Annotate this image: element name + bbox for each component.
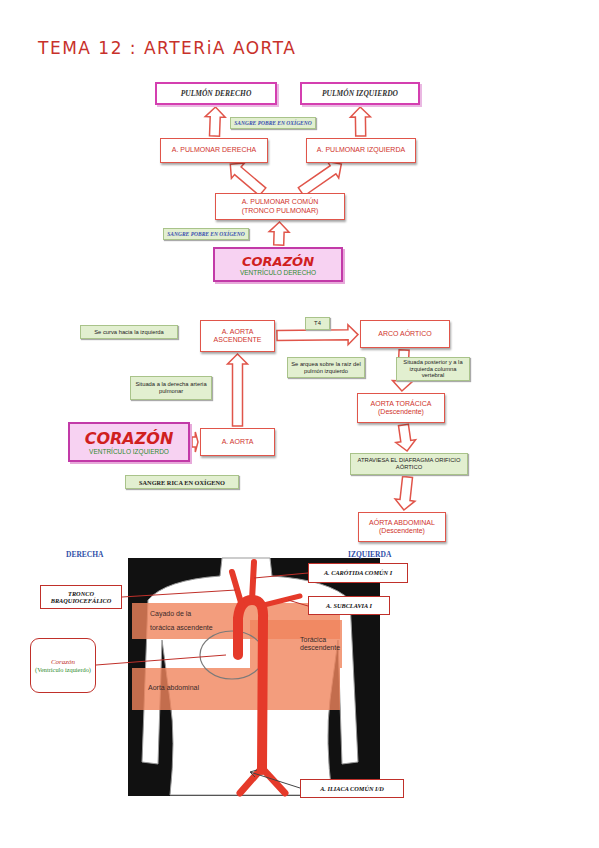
side-label: DERECHA [66,550,146,559]
callout-box: Corazón(Ventrículo izquierdo) [30,638,96,693]
node-text: AORTA TORÁCICA [371,400,432,408]
node-text: ARCO AÓRTICO [378,330,432,338]
node-text: SANGRE RICA EN OXÍGENO [139,479,225,486]
node-text: CORAZÓN [85,429,174,448]
node-text: A. AORTA ASCENDENTE [204,328,271,345]
heart-box: CORAZÓNVENTRÍCULO DERECHO [213,247,343,282]
note-box: Se arquea sobre la raíz del pulmón izqui… [287,357,365,378]
block-arrow [205,107,225,136]
node-text: CORAZÓN [242,254,314,269]
node-text: A. SUBCLAVIA I [326,602,372,609]
note-box: SANGRE RICA EN OXÍGENO [125,475,239,489]
process-box: A. PULMONAR COMÚN(TRONCO PULMONAR) [215,193,345,220]
block-arrow [350,107,370,136]
node-text: (Descendente) [379,527,425,535]
node-text: A. PULMONAR COMÚN [242,198,319,206]
lung-box: PULMÓN IZQUIERDO [300,82,420,105]
node-text: A. PULMONAR DERECHA [172,146,256,154]
process-box: A. AORTA [200,428,275,456]
region-label: Aorta abdominal [148,684,228,692]
node-text: (TRONCO PULMONAR) [242,207,319,215]
node-text: SANGRE POBRE EN OXÍGENO [234,120,311,126]
region-label: Cayado de la [150,610,230,618]
region-label: torácica ascendente [150,624,240,632]
node-text: T4 [314,320,321,327]
node-text: Se arquea sobre la raíz del pulmón izqui… [291,361,361,374]
aorta [238,600,263,770]
block-arrow [230,163,265,195]
process-box: A. AORTA ASCENDENTE [200,320,275,352]
side-label: IZQUIERDA [348,550,428,559]
note-box: T4 [305,317,330,330]
node-text: A. AORTA [222,438,254,446]
heart-box: CORAZÓNVENTRÍCULO IZQUIERDO [68,422,190,462]
note-box: SANGRE POBRE EN OXÍGENO [163,228,249,240]
node-text: PULMÓN IZQUIERDO [322,89,398,98]
callout-box: A. SUBCLAVIA I [308,596,390,615]
node-text: VENTRÍCULO DERECHO [240,269,316,276]
node-text: A. ILIACA COMÚN I/D [320,785,384,792]
block-arrow [269,222,289,245]
block-arrow [298,162,341,196]
note-box: Situada a la derecha arteria pulmonar [130,376,212,400]
callout-box: A. CARÓTIDA COMÚN I [308,563,408,583]
node-text: VENTRÍCULO IZQUIERDO [89,448,169,455]
leader-line [122,590,236,597]
brachiocephalic-trunk [232,572,242,606]
node-text: (Descendente) [378,408,424,416]
node-text: SANGRE POBRE EN OXÍGENO [167,231,244,237]
note-box: SANGRE POBRE EN OXÍGENO [230,117,316,129]
leader-arrow [250,770,300,788]
block-arrow [228,354,248,426]
node-text: Situada a la derecha arteria pulmonar [134,381,208,394]
subclavian-artery [260,596,300,606]
leader-line [254,573,308,578]
note-box: ATRAVIESA EL DIAFRAGMA ORIFICIO AÓRTICO [350,453,468,475]
node-text: ATRAVIESA EL DIAFRAGMA ORIFICIO AÓRTICO [354,457,464,470]
process-box: ARCO AÓRTICO [360,320,450,348]
process-box: A. PULMONAR IZQUIERDA [306,138,416,163]
node-text: Corazón [51,658,75,666]
callout-box: TRONCO BRAQUIOCEFÁLICO [40,585,122,609]
callout-box: A. ILIACA COMÚN I/D [300,779,404,798]
node-text: TRONCO BRAQUIOCEFÁLICO [44,590,118,604]
process-box: AORTA TORÁCICA(Descendente) [357,393,445,423]
lung-box: PULMÓN DERECHO [155,82,277,105]
note-box: Se curva hacia la izquierda [80,325,178,339]
iliac-arteries [240,768,285,793]
block-arrow [396,424,416,451]
process-box: A. PULMONAR DERECHA [160,138,268,163]
leader-line [96,655,226,665]
region-band [132,668,340,710]
page-title: TEMA 12 : ARTERiA AORTA [38,38,296,58]
node-text: Se curva hacia la izquierda [94,329,164,336]
node-text: Situada posterior y a la izquierda colum… [400,359,466,379]
node-text: (Ventrículo izquierdo) [35,666,91,674]
block-arrow [395,476,415,510]
note-box: Situada posterior y a la izquierda colum… [396,357,470,381]
node-text: PULMÓN DERECHO [181,89,252,98]
illustration-background [128,558,380,796]
node-text: A. CARÓTIDA COMÚN I [324,569,392,576]
carotid-artery [252,562,254,600]
node-text: AÓRTA ABDOMINAL [369,519,435,527]
node-text: A. PULMONAR IZQUIERDA [317,146,405,154]
block-arrow [192,432,198,452]
heart-outline [200,631,264,679]
region-label: Torácica descendente [300,636,342,651]
process-box: AÓRTA ABDOMINAL(Descendente) [358,512,446,542]
leader-line [288,600,308,606]
